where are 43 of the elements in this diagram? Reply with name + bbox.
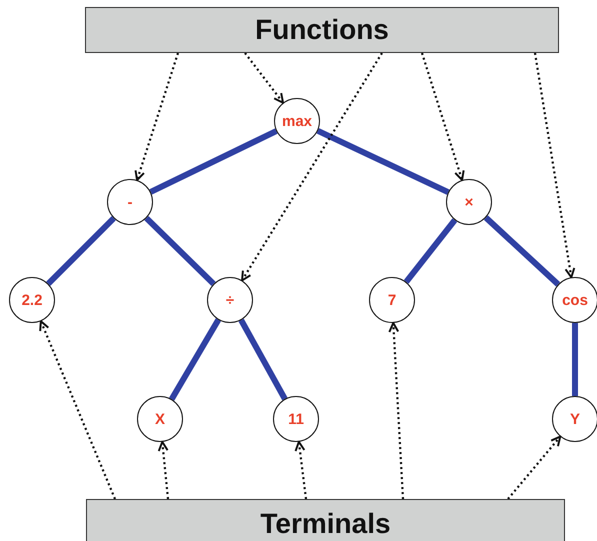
tree-node-circle — [107, 179, 153, 225]
arrow — [534, 52, 576, 278]
node-label: ÷ — [226, 292, 234, 308]
node-label: cos — [562, 292, 588, 308]
node-label: 7 — [388, 292, 396, 308]
arrow — [294, 440, 308, 500]
tree-branch — [149, 128, 278, 195]
node-label: Y — [570, 410, 580, 428]
tree-node-circle — [552, 396, 597, 442]
header-bar — [85, 7, 559, 53]
arrow — [507, 436, 562, 500]
arrow — [134, 52, 180, 182]
tree-node-circle — [274, 98, 320, 144]
node-label: × — [464, 194, 474, 210]
band-title: Terminals — [260, 508, 391, 540]
tree-branch — [484, 215, 560, 287]
tree-branch — [144, 216, 216, 286]
node-label: 11 — [288, 410, 304, 428]
tree-branch — [238, 318, 288, 400]
tree-node-circle — [9, 277, 55, 323]
tree-branch — [169, 318, 221, 401]
tree-branch — [572, 323, 578, 396]
arrow — [388, 322, 404, 500]
tree-node-circle — [369, 277, 415, 323]
node-label: max — [282, 112, 312, 130]
tree-node-circle — [207, 277, 253, 323]
arrow — [39, 320, 116, 500]
arrow — [420, 52, 465, 182]
node-label: 2.2 — [22, 292, 42, 308]
tree-node-circle — [273, 396, 319, 442]
arrow — [158, 440, 170, 500]
tree-branch — [404, 218, 458, 284]
tree-branch — [46, 216, 116, 286]
band-title: Functions — [255, 14, 389, 46]
arrow — [244, 52, 284, 104]
tree-node-circle — [446, 179, 492, 225]
node-label: X — [154, 410, 165, 428]
node-label: - — [128, 194, 132, 210]
tree-node-circle — [137, 396, 183, 442]
arrow — [241, 52, 383, 282]
header-bar — [86, 499, 565, 541]
tree-node-circle — [552, 277, 597, 323]
tree-branch — [316, 128, 450, 195]
